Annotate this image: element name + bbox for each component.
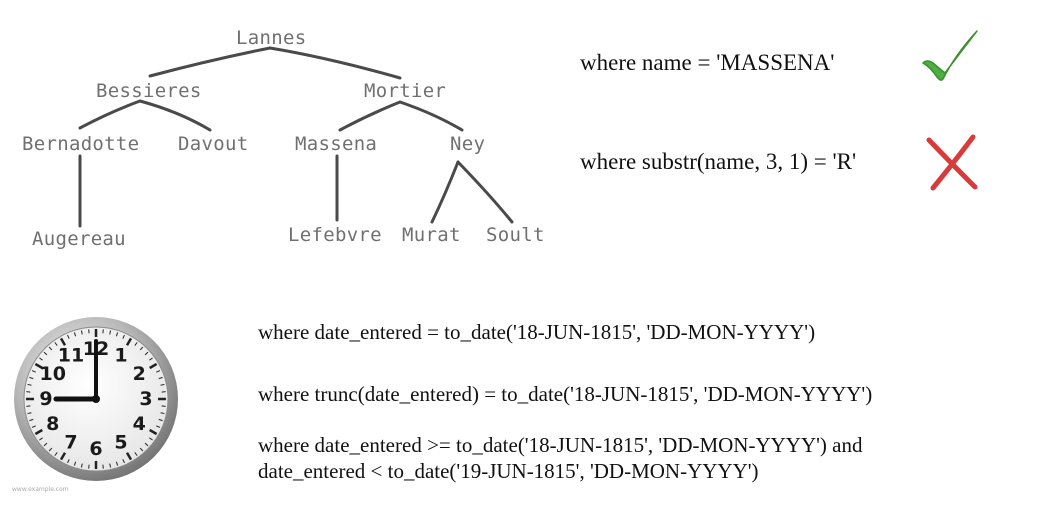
clock-numerals: 121234567891011: [39, 338, 152, 460]
result-marks: [922, 30, 978, 191]
clock-tick: [115, 332, 119, 337]
clock-tick: [125, 337, 133, 346]
clock-tick: [158, 376, 163, 380]
clock-tick: [160, 383, 165, 386]
clock-tick: [29, 376, 34, 380]
node-soult: Soult: [486, 224, 545, 246]
clock-tick: [125, 452, 133, 461]
clock-tick: [156, 425, 161, 428]
clock-tick: [27, 383, 32, 386]
query-date-range: where date_entered >= to_date('18-JUN-18…: [258, 432, 862, 484]
clock-numeral: 7: [64, 431, 77, 453]
query-date-range-line2: date_entered < to_date('19-JUN-1815', 'D…: [258, 459, 759, 483]
clock-tick: [149, 357, 153, 361]
clock-tick: [160, 412, 165, 415]
clock-numeral: 2: [133, 363, 146, 385]
clock-numeral: 5: [114, 431, 127, 453]
node-davout: Davout: [178, 133, 248, 155]
clock-tick: [34, 362, 43, 370]
image-credit: www.example.com: [12, 486, 69, 493]
clock-tick: [31, 425, 36, 428]
edge-mortier-massena: [338, 100, 402, 132]
node-ney: Ney: [450, 133, 485, 155]
clock-tick: [134, 452, 138, 456]
clock-tick: [39, 437, 43, 441]
node-lannes: Lannes: [236, 27, 306, 49]
clock-tick: [80, 330, 83, 335]
edge-lannes-mortier: [268, 46, 402, 80]
clock-tick: [149, 362, 158, 370]
clock-tick: [34, 428, 43, 436]
edge-ney-soult: [456, 160, 514, 224]
clock-tick: [67, 459, 70, 464]
clock-tick: [80, 463, 83, 468]
clock-tick: [134, 342, 138, 346]
condition-name-equals: where name = 'MASSENA': [580, 50, 835, 75]
clock-tick: [149, 437, 153, 441]
clock-tick: [54, 452, 58, 456]
node-mortier: Mortier: [364, 80, 446, 102]
clock-tick: [48, 346, 53, 351]
edge-lannes-bessieres: [148, 46, 272, 78]
clock-icon: 121234567891011: [14, 317, 178, 481]
clock-numeral: 10: [39, 363, 65, 385]
clock-tick: [54, 342, 58, 346]
clock-numeral: 11: [58, 345, 84, 367]
clock-tick: [43, 351, 48, 356]
clock-tick: [39, 357, 43, 361]
clock-tick: [149, 428, 158, 436]
clock-numeral: 3: [139, 388, 152, 410]
clock-center: [92, 395, 100, 403]
clock-tick: [31, 370, 36, 373]
clock-tick: [158, 418, 163, 422]
clock-tick: [29, 418, 34, 422]
edge-mortier-ney: [398, 100, 464, 132]
clock-tick: [27, 412, 32, 415]
edge-ney-murat: [430, 160, 460, 224]
clock-tick: [115, 461, 119, 466]
clock-ticks: [26, 329, 166, 469]
clock-tick: [109, 330, 112, 335]
query-exact-date: where date_entered = to_date('18-JUN-181…: [258, 320, 816, 344]
clock-tick: [43, 442, 48, 447]
node-augereau: Augereau: [32, 228, 126, 250]
query-date-range-line1: where date_entered >= to_date('18-JUN-18…: [258, 433, 863, 457]
node-bessieres: Bessieres: [96, 80, 202, 102]
node-bernadotte: Bernadotte: [22, 133, 139, 155]
node-lefebvre: Lefebvre: [288, 224, 382, 246]
edge-bessieres-bernadotte: [78, 99, 142, 130]
clock-numeral: 8: [46, 413, 59, 435]
clock-numeral: 6: [89, 438, 102, 460]
clock-tick: [139, 346, 144, 351]
clock-numeral: 4: [133, 413, 146, 435]
clock-tick: [156, 370, 161, 373]
node-massena: Massena: [295, 133, 377, 155]
clock-tick: [67, 334, 70, 339]
cross-icon: [926, 134, 978, 191]
clock-tick: [122, 459, 125, 464]
clock-tick: [139, 447, 144, 452]
clock-tick: [59, 337, 67, 346]
clock-tick: [48, 447, 53, 452]
tree-edges: [78, 46, 514, 228]
check-icon: [922, 30, 978, 81]
clock-tick: [109, 463, 112, 468]
node-murat: Murat: [402, 224, 461, 246]
edge-bessieres-davout: [138, 99, 212, 132]
clock-numeral: 9: [39, 388, 52, 410]
clock-tick: [144, 442, 149, 447]
clock-tick: [144, 351, 149, 356]
clock-tick: [73, 332, 77, 337]
clock-tick: [73, 461, 77, 466]
hierarchy-tree: Lannes Bessieres Mortier Bernadotte Davo…: [22, 27, 545, 250]
condition-substr: where substr(name, 3, 1) = 'R': [580, 149, 857, 174]
clock-tick: [122, 334, 125, 339]
clock-tick: [59, 452, 67, 461]
clock-numeral: 1: [114, 345, 127, 367]
query-trunc-date: where trunc(date_entered) = to_date('18-…: [258, 382, 873, 406]
